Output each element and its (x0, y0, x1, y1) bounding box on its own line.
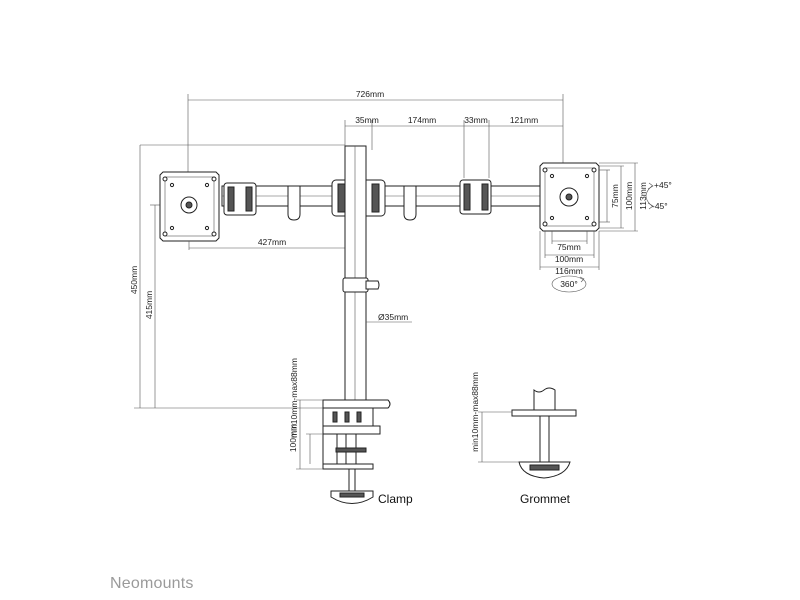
reach-left-label: 427mm (258, 237, 286, 247)
clamp-to-joint-label: 35mm (355, 115, 379, 125)
vesa-75-horizontal-label: 75mm (557, 242, 581, 252)
tilt-down-label: -45° (652, 201, 668, 211)
tilt-up-label: +45° (654, 180, 672, 190)
grommet-caption: Grommet (520, 492, 571, 506)
plate-vertical-dimensions: 75mm 100mm 113mm (599, 162, 648, 232)
vesa-75-vertical-label: 75mm (610, 184, 620, 208)
plate-offset-label: 121mm (510, 115, 538, 125)
pole-diameter-label: Ø35mm (378, 312, 408, 322)
tilt-indicator: +45° -45° (645, 180, 672, 211)
vesa-100-horizontal-label: 100mm (555, 254, 583, 264)
desk-grommet: min10mm-max88mm Grommet (470, 372, 577, 506)
rotation-label: 360° (560, 279, 578, 289)
clamp-depth-label: 100mm (288, 424, 298, 452)
plate-horizontal-dimensions: 75mm 100mm 116mm (539, 231, 600, 276)
right-vesa-plate (539, 162, 600, 232)
left-vesa-plate (159, 171, 220, 250)
clamp-caption: Clamp (378, 492, 413, 506)
desk-clamp: min10mm-max88mm 100mm Clamp (288, 358, 413, 506)
plate-113-vertical-label: 113mm (638, 182, 648, 210)
joint-to-plate-label: 33mm (464, 115, 488, 125)
total-width-label: 726mm (356, 89, 384, 99)
clamp-range-label: min10mm-max88mm (289, 358, 299, 438)
pole: Ø35mm (342, 145, 412, 409)
segment-dimensions: 35mm 174mm 33mm 121mm (344, 115, 563, 178)
grommet-range-label: min10mm-max88mm (470, 372, 480, 452)
total-width-dimension: 726mm (187, 89, 564, 175)
brand-logo: Neomounts (110, 575, 194, 592)
plate-116-horizontal-label: 116mm (555, 266, 583, 276)
height-dimensions: 450mm 415mm (129, 144, 345, 409)
rotation-indicator: 360° (551, 275, 587, 293)
height-total-label: 450mm (129, 266, 139, 294)
monitor-arm (221, 179, 541, 221)
height-pole-label: 415mm (144, 291, 154, 319)
arm-segment-label: 174mm (408, 115, 436, 125)
vesa-100-vertical-label: 100mm (624, 182, 634, 210)
